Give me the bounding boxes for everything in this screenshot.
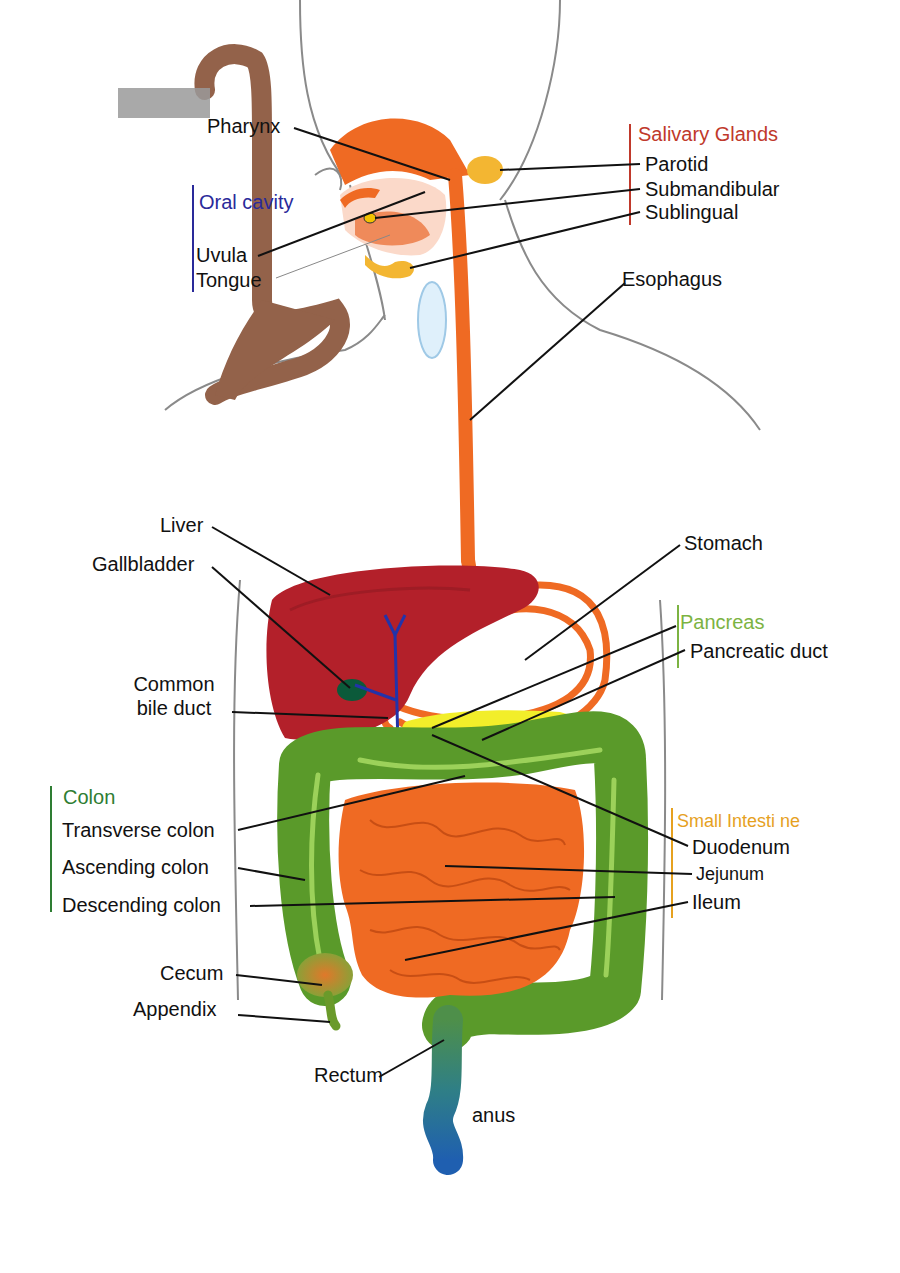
part-label: Tongue <box>196 268 262 292</box>
part-label: Esophagus <box>622 267 722 291</box>
part-label: Gallbladder <box>92 552 194 576</box>
part-label: Stomach <box>684 531 763 555</box>
mouth-pharynx <box>330 119 503 358</box>
part-label: Oral cavity <box>199 190 293 214</box>
part-label: Rectum <box>314 1063 383 1087</box>
part-label: Pancreatic duct <box>690 639 828 663</box>
part-label: Parotid <box>645 152 708 176</box>
part-label: Submandibular <box>645 177 780 201</box>
body-outline <box>165 0 760 1000</box>
part-label: Liver <box>160 513 203 537</box>
gallbladder-shape <box>337 679 367 701</box>
part-label: Ileum <box>692 890 741 914</box>
part-label: anus <box>472 1103 515 1127</box>
part-label: Ascending colon <box>62 855 209 879</box>
group-brackets <box>51 124 678 918</box>
part-label: Jejunum <box>696 862 764 886</box>
cecum-shape <box>297 953 353 997</box>
part-label: Duodenum <box>692 835 790 859</box>
part-label: Descending colon <box>62 893 221 917</box>
part-label: Colon <box>63 785 115 809</box>
part-label: Cecum <box>160 961 223 985</box>
small-intestine-shape <box>339 783 584 998</box>
part-label: Pancreas <box>680 610 765 634</box>
part-label: Appendix <box>133 997 216 1021</box>
leader-lines <box>212 128 692 1077</box>
part-label: Pharynx <box>207 114 280 138</box>
part-label: Small Intesti ne <box>677 809 800 833</box>
part-label: Salivary Glands <box>638 122 778 146</box>
brown-silhouette <box>118 54 340 400</box>
part-label: Uvula <box>196 243 247 267</box>
part-label: Transverse colon <box>62 818 215 842</box>
part-label: Common bile duct <box>118 672 230 720</box>
part-label: Sublingual <box>645 200 738 224</box>
